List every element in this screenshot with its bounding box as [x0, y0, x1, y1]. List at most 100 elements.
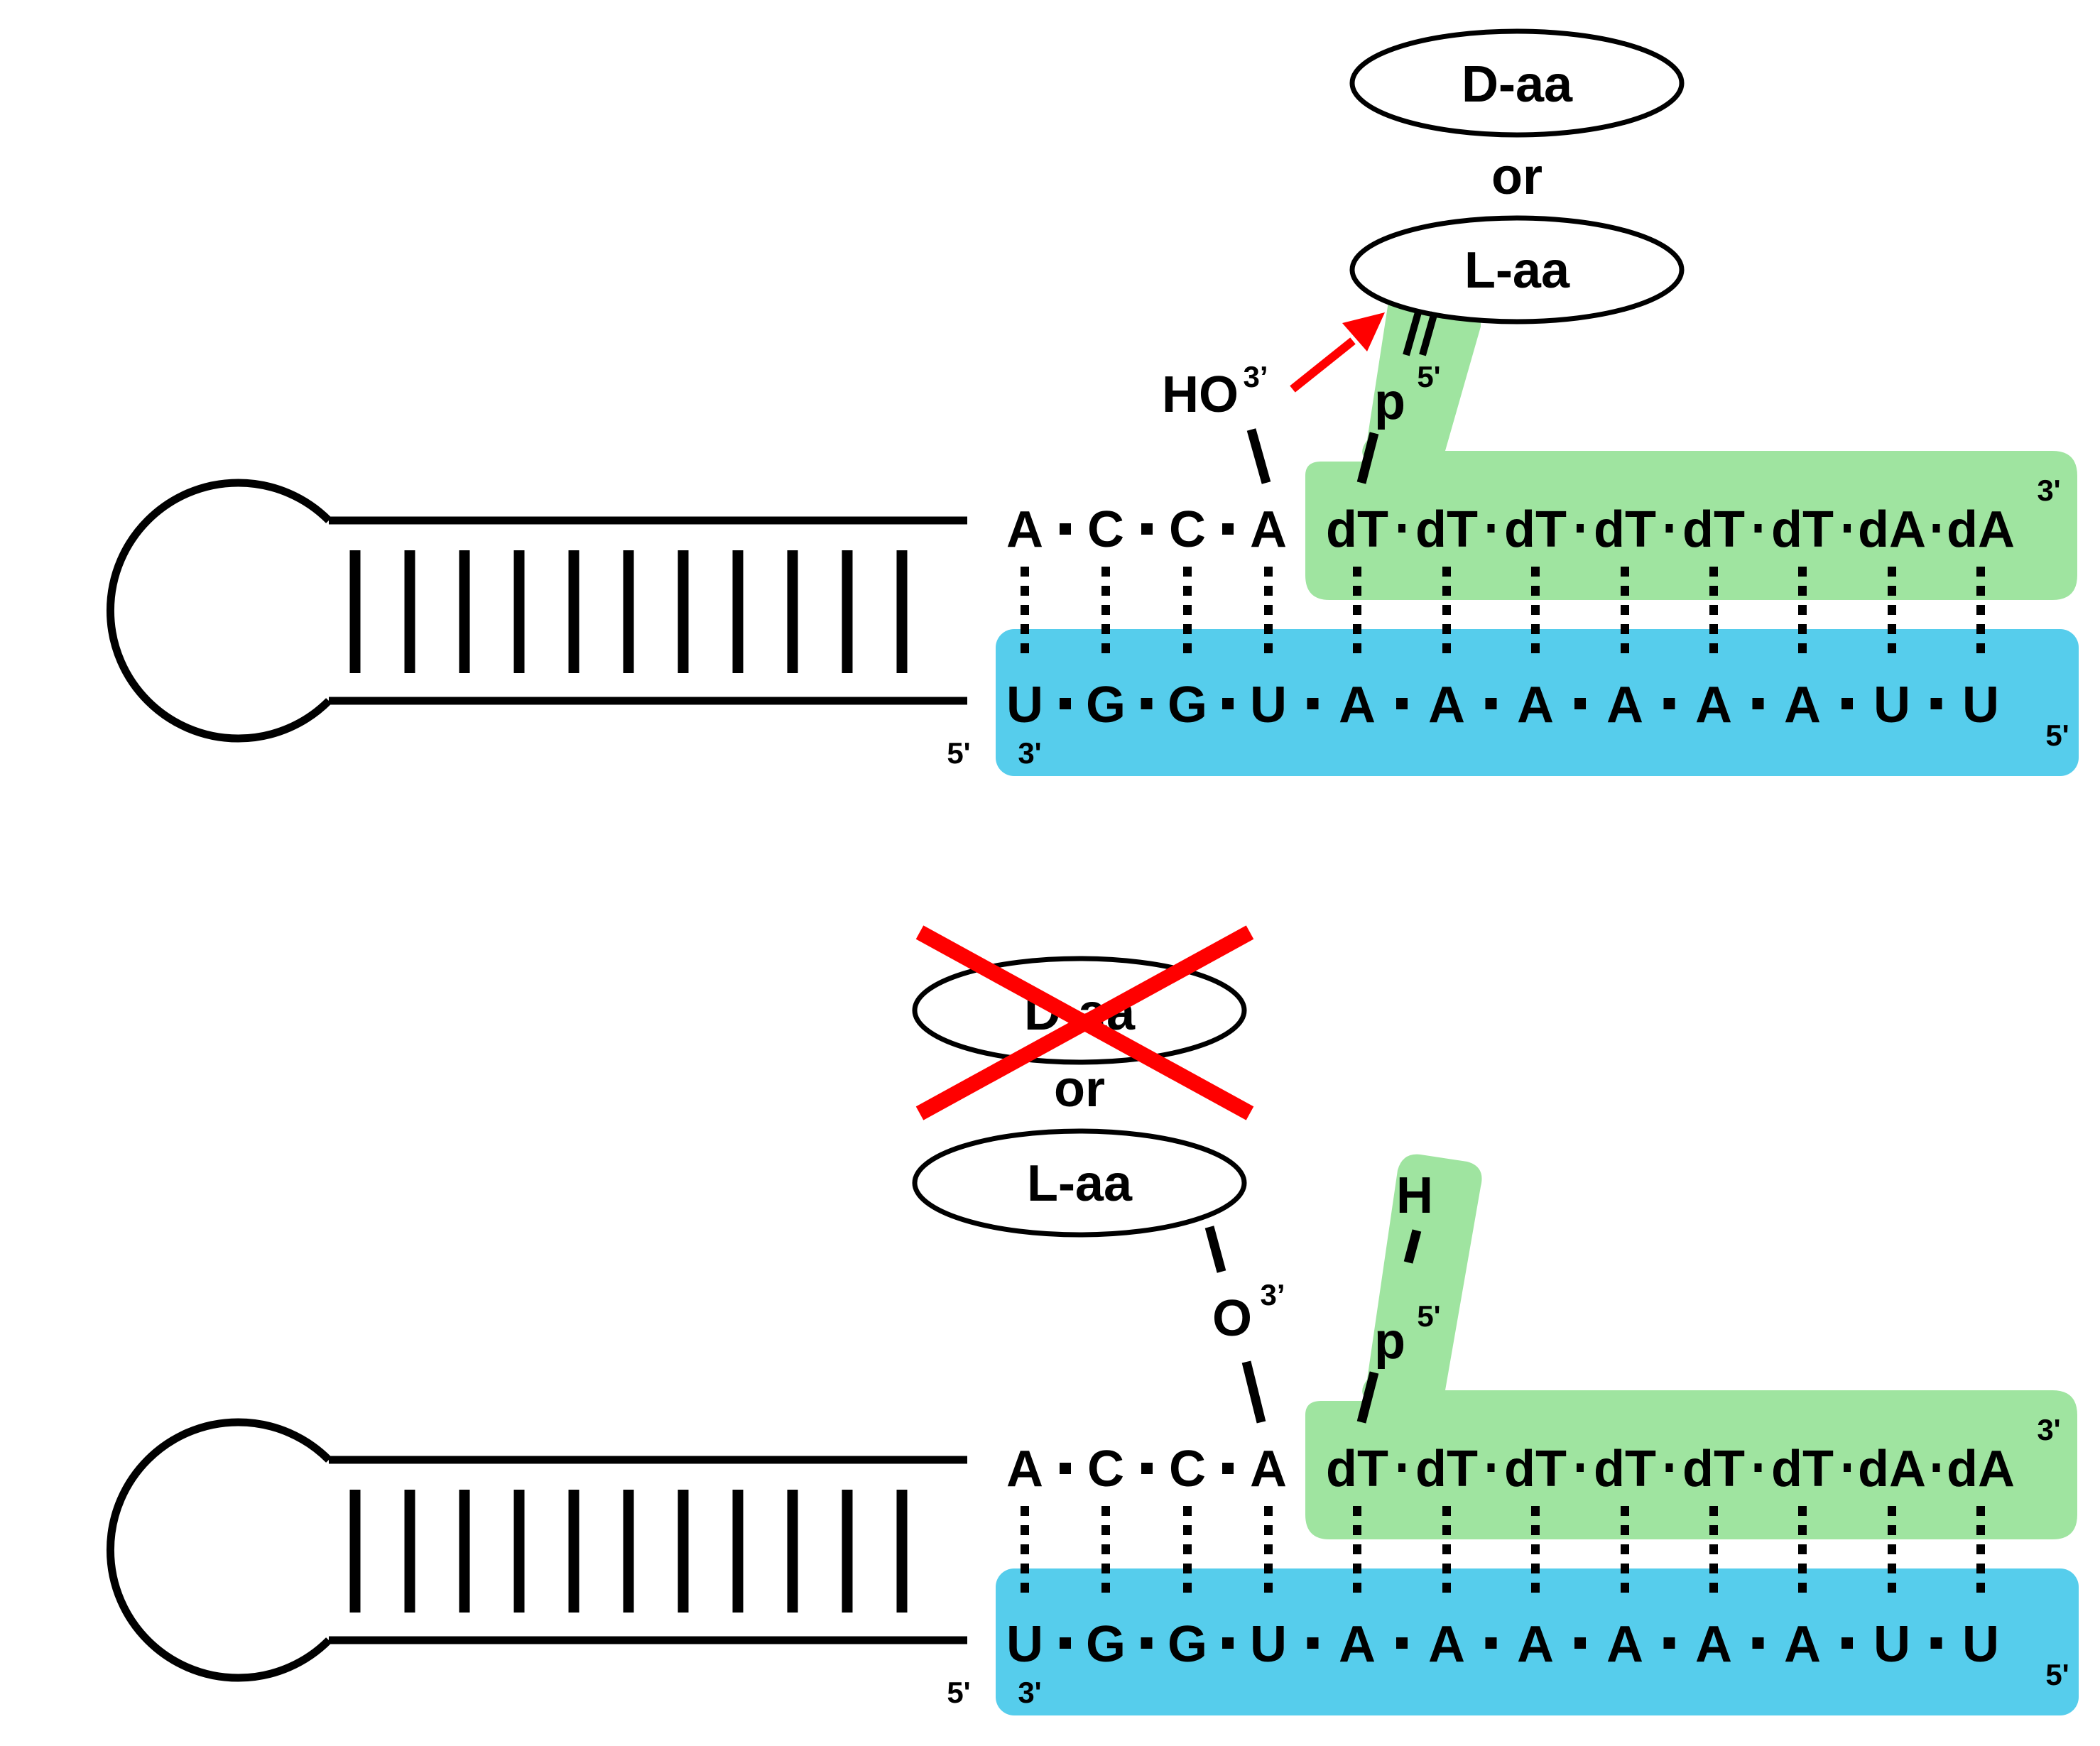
rna-3prime-label: 3'	[1018, 736, 1041, 770]
cross-out-stroke	[915, 925, 1254, 1120]
l-amino-acid-label: L-aa	[1027, 1155, 1133, 1212]
rna-nucleotide: A	[1428, 1616, 1465, 1673]
top-nucleotide: C	[1087, 501, 1124, 558]
rna-nucleotide: G	[1168, 677, 1207, 733]
rna-nucleotide: G	[1168, 1616, 1207, 1673]
backbone-dot	[1574, 1637, 1586, 1649]
dna-nucleotide: dA	[1858, 1441, 1926, 1497]
top-nucleotide: A	[1006, 501, 1043, 558]
backbone-dot	[1141, 698, 1153, 709]
backbone-dot	[1222, 1463, 1234, 1474]
hairpin-backbone	[106, 479, 967, 743]
rna-nucleotide: A	[1517, 677, 1554, 733]
dna-nucleotide: dT	[1326, 501, 1388, 558]
hydrogen-label: H	[1396, 1167, 1433, 1224]
dna-nucleotide: dT	[1415, 501, 1478, 558]
backbone-dot	[1930, 698, 1942, 709]
backbone-dot	[1932, 1463, 1940, 1472]
hydroxyl-3prime-superscript: 3’	[1243, 360, 1268, 393]
backbone-dot	[1754, 524, 1762, 533]
hairpin-5prime-label: 5'	[947, 1676, 970, 1709]
rna-nucleotide: U	[1250, 677, 1287, 733]
phosphate-label: p	[1374, 373, 1405, 430]
rna-nucleotide: G	[1086, 677, 1126, 733]
rna-nucleotide: A	[1695, 1616, 1732, 1673]
backbone-dot	[1663, 1637, 1675, 1649]
backbone-dot	[1398, 524, 1405, 533]
hydrogen-phosphate-bond	[1403, 1229, 1422, 1264]
backbone-dot	[1396, 698, 1408, 709]
top-nucleotide: C	[1169, 1441, 1206, 1497]
rna-nucleotide: G	[1086, 1616, 1126, 1673]
amino-acid-oval	[1349, 28, 1685, 138]
top-nucleotide: A	[1250, 501, 1287, 558]
backbone-dot	[1141, 523, 1153, 535]
backbone-dot	[1485, 698, 1497, 709]
rna-nucleotide: U	[1962, 1616, 1999, 1673]
backbone-dot	[1841, 698, 1853, 709]
phosphate-bond	[1356, 1371, 1379, 1424]
oxygen-label: O	[1212, 1290, 1252, 1347]
backbone-dot	[1398, 1463, 1405, 1472]
rna-nucleotide: A	[1339, 1616, 1376, 1673]
backbone-dot	[1577, 524, 1584, 533]
backbone-dot	[1485, 1637, 1497, 1649]
rna-nucleotide: U	[1873, 677, 1910, 733]
backbone-dot	[1930, 1637, 1942, 1649]
backbone-dot	[1060, 1637, 1071, 1649]
dna-3prime-label: 3'	[2037, 474, 2060, 507]
backbone-dot	[1844, 524, 1851, 533]
dna-nucleotide: dT	[1594, 1441, 1656, 1497]
rna-nucleotide: A	[1784, 1616, 1821, 1673]
top-nucleotide: A	[1250, 1441, 1287, 1497]
phosphate-5prime-superscript: 5'	[1417, 1299, 1440, 1333]
rna-nucleotide: A	[1606, 1616, 1643, 1673]
d-amino-acid-label: D-aa	[1462, 56, 1573, 113]
rna-5prime-label: 5'	[2045, 1658, 2069, 1691]
phosphate-label: p	[1374, 1313, 1405, 1370]
backbone-dot	[1577, 1463, 1584, 1472]
or-label: or	[1491, 148, 1543, 205]
backbone-dot	[1663, 698, 1675, 709]
hairpin-backbone	[106, 1418, 967, 1682]
dna-nucleotide: dT	[1682, 1441, 1745, 1497]
amino-acid-oval	[1349, 215, 1685, 324]
or-label: or	[1054, 1061, 1105, 1118]
dna-nucleotide: dA	[1947, 1441, 2015, 1497]
phosphate-bond	[1356, 432, 1379, 484]
backbone-dot	[1665, 1463, 1673, 1472]
backbone-dot	[1574, 698, 1586, 709]
phosphate-5prime-superscript: 5'	[1417, 360, 1440, 393]
dna-nucleotide: dT	[1771, 501, 1834, 558]
backbone-dot	[1752, 1637, 1764, 1649]
backbone-dot	[1841, 1637, 1853, 1649]
backbone-dot	[1665, 524, 1673, 533]
rna-nucleotide: A	[1784, 677, 1821, 733]
backbone-dot	[1752, 698, 1764, 709]
dna-nucleotide: dA	[1858, 501, 1926, 558]
attack-arrow-head	[1342, 312, 1385, 351]
backbone-dot	[1222, 1637, 1234, 1649]
attack-arrow-shaft	[1290, 337, 1356, 393]
dna-nucleotide: dT	[1594, 501, 1656, 558]
backbone-dot	[1222, 698, 1234, 709]
backbone-dot	[1307, 1637, 1319, 1649]
backbone-dot	[1396, 1637, 1408, 1649]
rna-nucleotide: A	[1695, 677, 1732, 733]
rna-strand-highlight	[996, 1568, 2079, 1715]
rna-nucleotide: A	[1428, 677, 1465, 733]
hairpin-5prime-label: 5'	[947, 736, 970, 770]
rna-strand-highlight	[996, 629, 2079, 776]
top-nucleotide: C	[1087, 1441, 1124, 1497]
rna-nucleotide: U	[1962, 677, 1999, 733]
rna-3prime-label: 3'	[1018, 1676, 1041, 1709]
dna-nucleotide: dT	[1504, 1441, 1567, 1497]
dna-nucleotide: dT	[1415, 1441, 1478, 1497]
backbone-dot	[1060, 698, 1071, 709]
aa-ester-bond	[1204, 1226, 1226, 1273]
l-amino-acid-label: L-aa	[1464, 242, 1570, 299]
oxygen-3prime-superscript: 3’	[1260, 1278, 1285, 1311]
